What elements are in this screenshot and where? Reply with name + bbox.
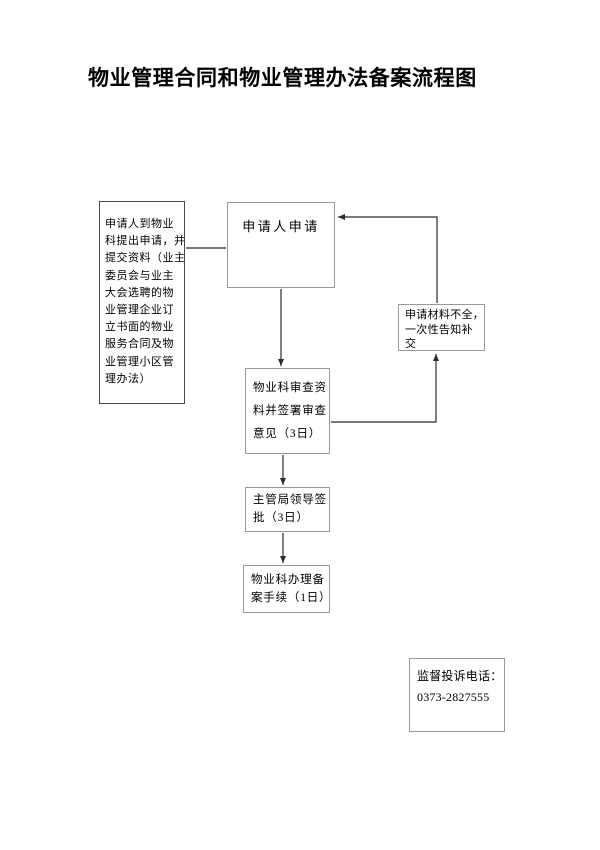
node-review: 物业科审查资 料并签署审查 意见（3日） xyxy=(245,368,330,454)
node-hotline: 监督投诉电话： 0373-2827555 xyxy=(409,658,505,732)
page-title: 物业管理合同和物业管理办法备案流程图 xyxy=(88,67,477,90)
node-leader-approval: 主管局领导签 批（3日） xyxy=(245,487,330,532)
node-applicant-materials: 申请人到物业 科提出申请，并 提交资料（业主 委员会与业主 大会选聘的物 业管理… xyxy=(99,201,185,404)
node-incomplete-notice: 申请材料不全， 一次性告知补 交 xyxy=(398,304,485,351)
edge-review-to-incomplete xyxy=(331,354,439,423)
node-applicant-apply: 申请人申请 xyxy=(227,202,335,288)
edge-incomplete-to-apply xyxy=(338,214,438,303)
node-filing: 物业科办理备 案手续（1日） xyxy=(243,565,331,613)
